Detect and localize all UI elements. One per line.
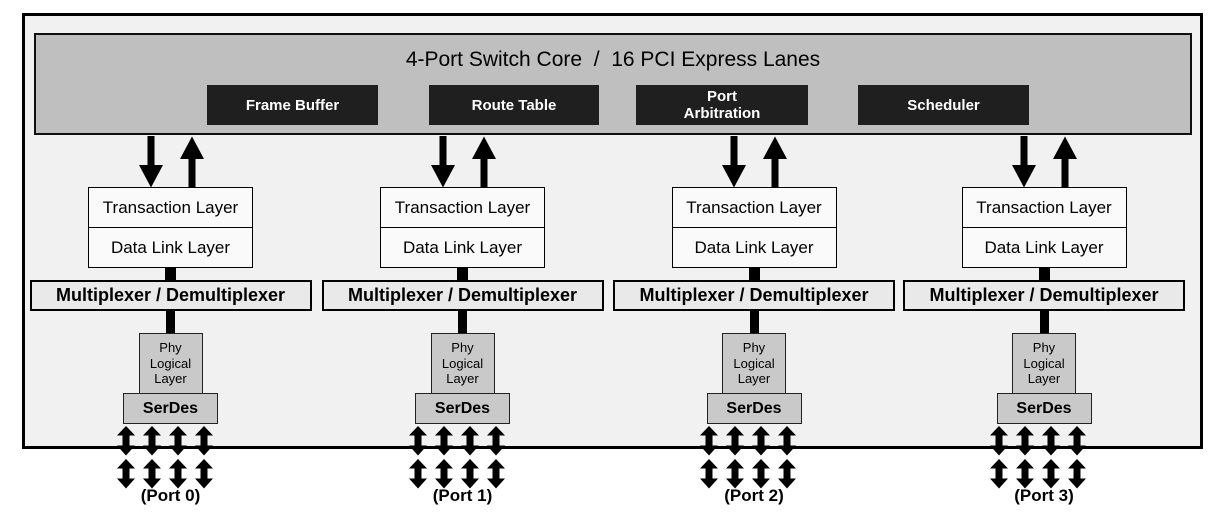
downstream-arrow-icon (138, 136, 163, 188)
lane-bidirectional-arrow-icon (434, 426, 453, 489)
lane-arrows-group (987, 426, 1089, 489)
serdes-box: SerDes (706, 393, 802, 424)
port-arbitration-block: Port Arbitration (636, 85, 808, 125)
mux-demux-box: Multiplexer / Demultiplexer (613, 280, 895, 311)
phy-logical-layer-box: Phy Logical Layer (722, 333, 786, 394)
lane-bidirectional-arrow-icon (1068, 426, 1086, 489)
downstream-arrow-icon (1012, 136, 1036, 188)
lane-bidirectional-arrow-icon (194, 426, 213, 489)
connector-stub (748, 268, 760, 280)
mux-demux-box: Multiplexer / Demultiplexer (903, 280, 1185, 311)
lane-bidirectional-arrow-icon (486, 426, 505, 489)
phy-logical-layer-box: Phy Logical Layer (430, 333, 495, 394)
connector-stub (457, 268, 468, 280)
connector-bar (166, 309, 175, 334)
lane-bidirectional-arrow-icon (1042, 426, 1060, 489)
upstream-arrow-icon (1053, 136, 1077, 188)
lane-bidirectional-arrow-icon (460, 426, 479, 489)
serdes-box: SerDes (123, 393, 218, 424)
downstream-arrow-icon (430, 136, 455, 188)
port-label: (Port 1) (432, 486, 493, 505)
data-link-layer-box: Data Link Layer (694, 237, 814, 257)
lane-bidirectional-arrow-icon (116, 426, 135, 489)
lane-bidirectional-arrow-icon (168, 426, 187, 489)
serdes-box: SerDes (996, 393, 1092, 424)
port-column: Transaction Layer Data Link Layer Multip… (25, 0, 317, 527)
lane-arrows-group (114, 426, 216, 489)
port-label: (Port 2) (724, 486, 784, 505)
layer-stack: Transaction Layer Data Link Layer (961, 187, 1127, 268)
serdes-box: SerDes (415, 393, 510, 424)
lane-bidirectional-arrow-icon (700, 426, 718, 489)
mux-demux-box: Multiplexer / Demultiplexer (321, 280, 604, 311)
lane-arrows-group (406, 426, 508, 489)
port-column: Transaction Layer Data Link Layer Multip… (317, 0, 609, 527)
transaction-layer-box: Transaction Layer (672, 188, 836, 228)
transaction-layer-box: Transaction Layer (89, 188, 252, 228)
port-column: Transaction Layer Data Link Layer Multip… (898, 0, 1190, 527)
lane-bidirectional-arrow-icon (408, 426, 427, 489)
scheduler-block: Scheduler (858, 85, 1029, 125)
data-link-layer-box: Data Link Layer (402, 237, 523, 257)
lane-bidirectional-arrow-icon (752, 426, 770, 489)
lane-bidirectional-arrow-icon (726, 426, 744, 489)
frame-buffer-block: Frame Buffer (207, 85, 378, 125)
lane-bidirectional-arrow-icon (990, 426, 1008, 489)
downstream-arrow-icon (722, 136, 746, 188)
data-link-layer-box: Data Link Layer (110, 237, 231, 257)
port-label: (Port 3) (1014, 486, 1074, 505)
upstream-arrow-icon (471, 136, 496, 188)
layer-stack: Transaction Layer Data Link Layer (380, 187, 545, 268)
connector-stub (1038, 268, 1050, 280)
switch-core-title: 4-Port Switch Core / 16 PCI Express Lane… (405, 48, 821, 71)
data-link-layer-box: Data Link Layer (984, 237, 1104, 257)
connector-bar (749, 309, 759, 334)
lane-bidirectional-arrow-icon (1016, 426, 1034, 489)
lane-bidirectional-arrow-icon (778, 426, 796, 489)
layer-stack: Transaction Layer Data Link Layer (88, 187, 253, 268)
upstream-arrow-icon (179, 136, 204, 188)
phy-logical-layer-box: Phy Logical Layer (1012, 333, 1076, 394)
lane-arrows-group (697, 426, 799, 489)
phy-logical-layer-box: Phy Logical Layer (138, 333, 203, 394)
port-label: (Port 0) (140, 486, 201, 505)
connector-stub (165, 268, 176, 280)
upstream-arrow-icon (763, 136, 787, 188)
lane-bidirectional-arrow-icon (142, 426, 161, 489)
transaction-layer-box: Transaction Layer (962, 188, 1126, 228)
connector-bar (458, 309, 467, 334)
layer-stack: Transaction Layer Data Link Layer (671, 187, 837, 268)
route-table-block: Route Table (429, 85, 599, 125)
connector-bar (1039, 309, 1049, 334)
port-column: Transaction Layer Data Link Layer Multip… (608, 0, 900, 527)
transaction-layer-box: Transaction Layer (381, 188, 544, 228)
mux-demux-box: Multiplexer / Demultiplexer (29, 280, 312, 311)
